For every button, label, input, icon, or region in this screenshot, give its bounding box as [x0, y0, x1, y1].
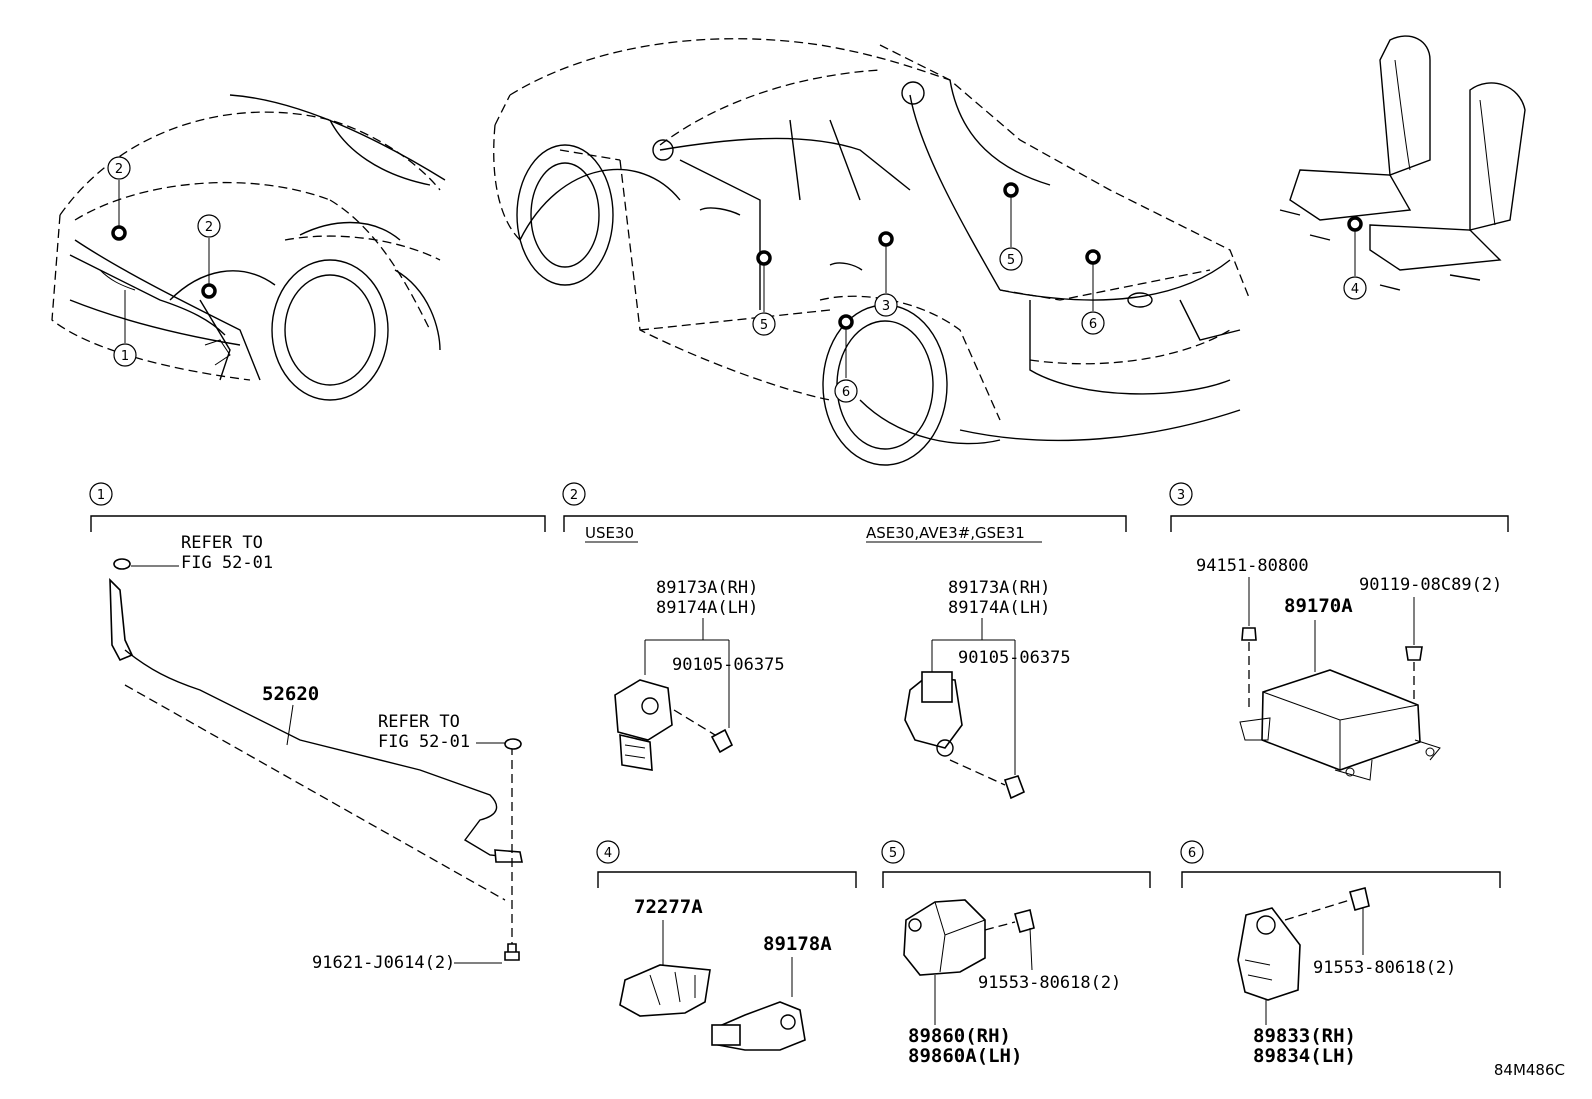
callout-5-pillar: 5: [1007, 253, 1015, 268]
section-1: 1 REFER TO FIG 52-01 52620 REFER TO FIG …: [89, 482, 546, 973]
callout-6-side: 6: [842, 385, 850, 400]
part-89860A-lh: 89860A(LH): [908, 1045, 1022, 1067]
callout-2-left: 2: [115, 162, 123, 177]
rear-car-illustration: 3 5 5 6 6: [493, 38, 1251, 466]
section-1-number: 1: [97, 488, 105, 503]
callout-5-door: 5: [760, 318, 768, 333]
front-car-illustration: 2 2 1: [51, 94, 446, 401]
refer-note-2-line1: REFER TO: [378, 712, 460, 732]
section-3-number: 3: [1177, 488, 1185, 503]
part-89174A-lh-right: 89174A(LH): [948, 598, 1050, 618]
part-90119-08C89: 90119-08C89(2): [1359, 575, 1502, 595]
part-89834-lh: 89834(LH): [1253, 1045, 1356, 1067]
refer-note-1-line1: REFER TO: [181, 533, 263, 553]
part-89170A: 89170A: [1284, 595, 1353, 617]
part-89833-rh: 89833(RH): [1253, 1025, 1356, 1047]
section-6: 6 91553-80618(2) 89833(RH) 89834(LH): [1180, 840, 1501, 1067]
section-2: 2 USE30 ASE30,AVE3#,GSE31 89173A(RH) 891…: [562, 482, 1127, 800]
section-5-number: 5: [889, 846, 897, 861]
part-91621-J0614: 91621-J0614(2): [312, 953, 455, 973]
section-4: 4 72277A 89178A: [596, 840, 857, 1051]
part-89173A-rh-right: 89173A(RH): [948, 578, 1050, 598]
variant-ase30: ASE30,AVE3#,GSE31: [866, 524, 1025, 542]
section-4-number: 4: [604, 846, 612, 861]
part-89178A: 89178A: [763, 933, 832, 955]
part-94151-80800: 94151-80800: [1196, 556, 1309, 576]
refer-note-2-line2: FIG 52-01: [378, 732, 470, 752]
refer-note-1-line2: FIG 52-01: [181, 553, 273, 573]
section-6-number: 6: [1188, 846, 1196, 861]
part-91553-80618-sec5: 91553-80618(2): [978, 973, 1121, 993]
variant-use30: USE30: [585, 524, 634, 542]
callout-1: 1: [121, 349, 129, 364]
callout-6-rear: 6: [1089, 317, 1097, 332]
part-89860-rh: 89860(RH): [908, 1025, 1011, 1047]
callout-4: 4: [1351, 282, 1359, 297]
part-52620: 52620: [262, 683, 319, 705]
part-89174A-lh-left: 89174A(LH): [656, 598, 758, 618]
part-91553-80618-sec6: 91553-80618(2): [1313, 958, 1456, 978]
part-72277A: 72277A: [634, 896, 703, 918]
section-2-number: 2: [570, 488, 578, 503]
part-89173A-rh-left: 89173A(RH): [656, 578, 758, 598]
diagram-code: 84M486C: [1494, 1061, 1565, 1079]
seat-illustration: 4: [1279, 35, 1526, 300]
callout-3: 3: [882, 299, 890, 314]
part-90105-06375-right: 90105-06375: [958, 648, 1071, 668]
section-5: 5 91553-80618(2) 89860(RH) 89860A(LH): [881, 840, 1151, 1067]
part-90105-06375-left: 90105-06375: [672, 655, 785, 675]
section-3: 3 94151-80800 89170A 90119-08C89(2): [1169, 482, 1509, 781]
callout-2-right: 2: [205, 220, 213, 235]
